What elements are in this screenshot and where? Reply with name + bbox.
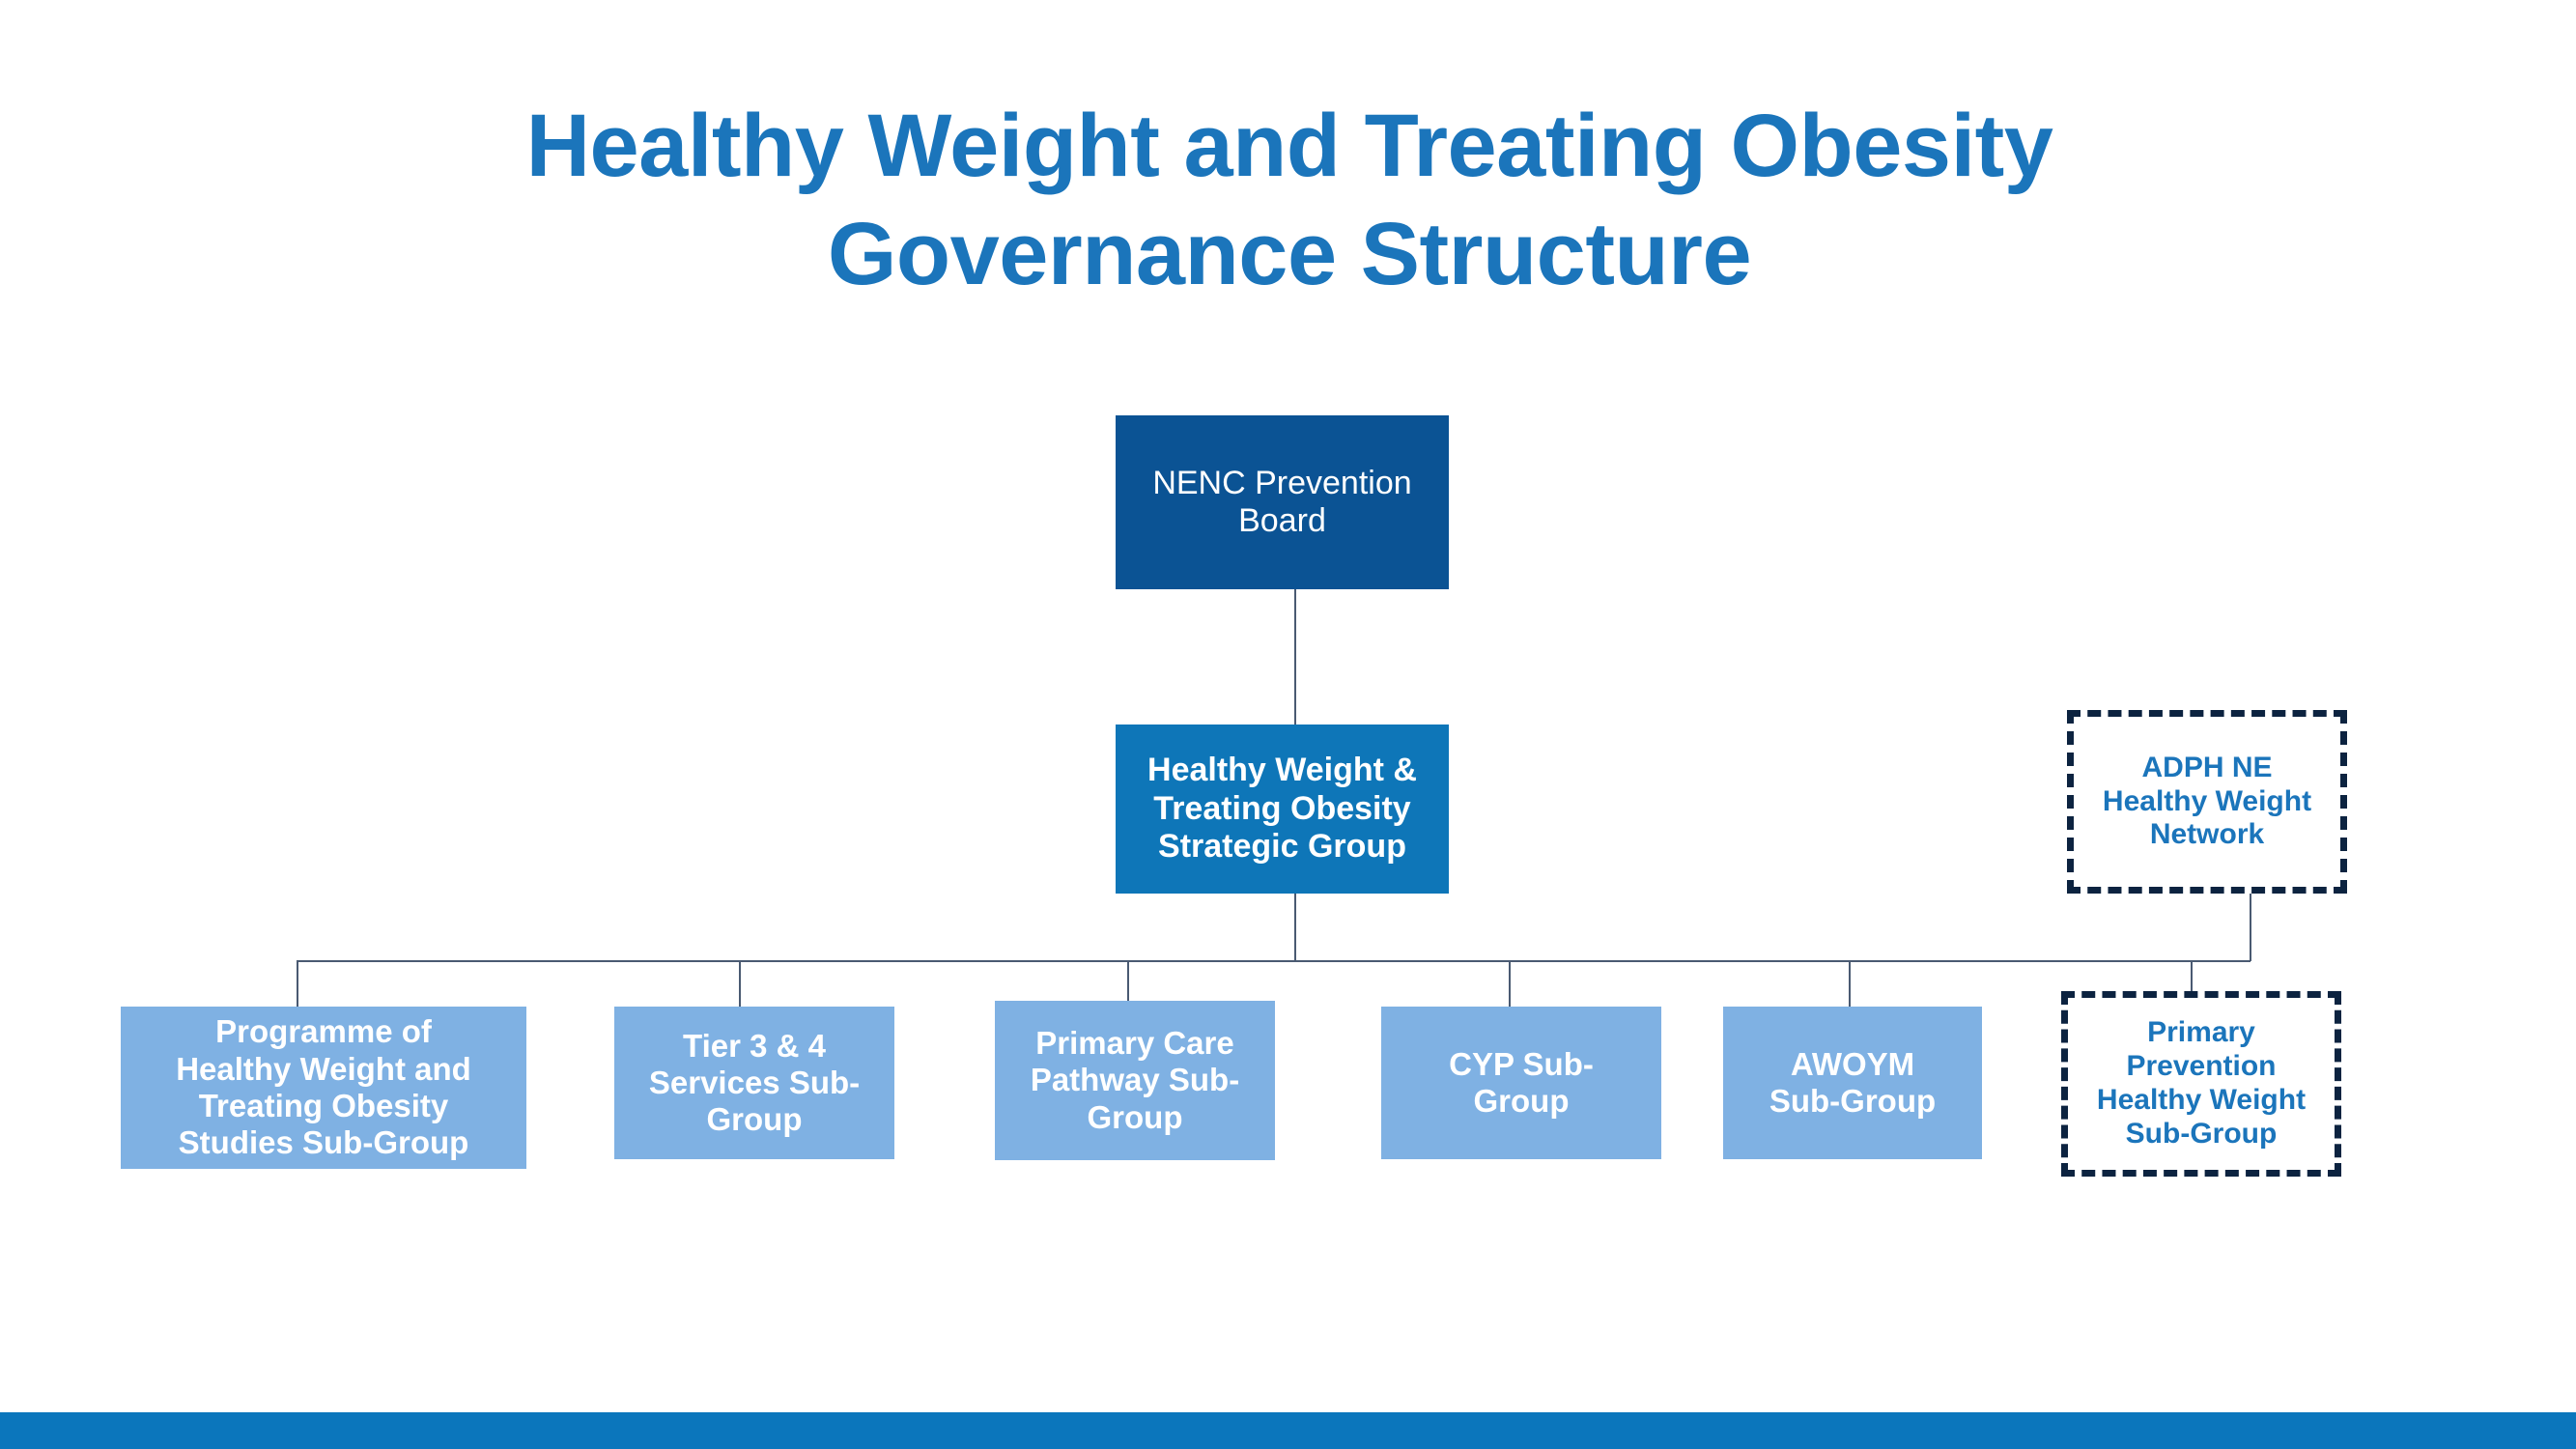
node-line-2: Treating Obesity — [1153, 789, 1411, 827]
connector-board-to-strategic — [1294, 589, 1296, 724]
node-line-3: Group — [706, 1101, 803, 1138]
connector-drop-primary-prevention — [2191, 960, 2193, 991]
connector-drop-cyp — [1509, 960, 1511, 1009]
node-line-3: Healthy Weight — [2096, 1084, 2307, 1116]
node-line-4: Sub-Group — [2125, 1117, 2278, 1150]
node-adph-ne-network-label: ADPH NE Healthy Weight Network — [2074, 752, 2340, 852]
footer-accent-bar — [0, 1412, 2576, 1449]
node-line-2: Healthy Weight and — [176, 1050, 471, 1087]
node-line-3: Network — [2149, 818, 2265, 851]
node-primary-care-pathway-label: Primary Care Pathway Sub- Group — [995, 1025, 1275, 1136]
connector-strategic-to-bus — [1294, 894, 1296, 961]
node-line-1: NENC Prevention — [1152, 464, 1412, 501]
node-primary-prevention-label: Primary Prevention Healthy Weight Sub-Gr… — [2068, 1016, 2335, 1151]
node-line-1: Tier 3 & 4 — [683, 1027, 826, 1064]
node-line-1: ADPH NE — [2141, 751, 2273, 783]
node-programme-of-healthy-weight-and-treating-obesity-studies-sub-group[interactable]: Programme of Healthy Weight and Treating… — [121, 1007, 526, 1169]
node-line-2: Pathway Sub- — [1030, 1062, 1240, 1098]
node-nenc-prevention-board[interactable]: NENC Prevention Board — [1116, 415, 1449, 589]
connector-horizontal-bus — [297, 960, 2250, 962]
page-title: Healthy Weight and Treating Obesity Gove… — [290, 92, 2289, 308]
node-line-2: Healthy Weight — [2102, 784, 2312, 817]
node-line-2: Group — [1473, 1083, 1570, 1119]
node-tier-3-4-services-label: Tier 3 & 4 Services Sub- Group — [614, 1028, 894, 1139]
node-line-3: Treating Obesity — [198, 1088, 449, 1123]
connector-drop-awoym — [1849, 960, 1851, 1009]
node-line-2: Board — [1238, 502, 1326, 539]
node-line-2: Services Sub- — [648, 1064, 861, 1100]
node-programme-studies-label: Programme of Healthy Weight and Treating… — [121, 1013, 526, 1161]
node-cyp-sub-group[interactable]: CYP Sub- Group — [1381, 1007, 1661, 1159]
node-line-3: Strategic Group — [1158, 828, 1406, 866]
node-line-1: AWOYM — [1790, 1045, 1915, 1082]
node-line-1: CYP Sub- — [1449, 1045, 1594, 1082]
node-line-1: Primary Care — [1035, 1025, 1234, 1062]
node-tier-3-and-4-services-sub-group[interactable]: Tier 3 & 4 Services Sub- Group — [614, 1007, 894, 1159]
node-line-4: Studies Sub-Group — [178, 1124, 469, 1161]
node-healthy-weight-treating-obesity-strategic-group[interactable]: Healthy Weight & Treating Obesity Strate… — [1116, 724, 1449, 894]
node-line-3: Group — [1087, 1098, 1183, 1135]
node-primary-prevention-healthy-weight-sub-group[interactable]: Primary Prevention Healthy Weight Sub-Gr… — [2061, 991, 2341, 1177]
page-title-line-1: Healthy Weight and Treating Obesity — [525, 97, 2053, 195]
node-awoym-label: AWOYM Sub-Group — [1723, 1046, 1982, 1121]
connector-drop-primary-care-pathway — [1127, 960, 1129, 1009]
connector-network-to-bus — [2250, 894, 2251, 961]
node-adph-ne-healthy-weight-network[interactable]: ADPH NE Healthy Weight Network — [2067, 710, 2347, 894]
node-nenc-prevention-board-label: NENC Prevention Board — [1116, 465, 1449, 541]
connector-drop-programme-studies — [297, 960, 298, 1009]
node-line-2: Prevention — [2126, 1050, 2277, 1083]
node-strategic-group-label: Healthy Weight & Treating Obesity Strate… — [1116, 752, 1449, 866]
node-line-1: Healthy Weight & — [1147, 752, 1417, 789]
node-primary-care-pathway-sub-group[interactable]: Primary Care Pathway Sub- Group — [995, 1001, 1275, 1160]
node-line-1: Primary — [2147, 1016, 2255, 1049]
node-line-1: Programme of — [215, 1013, 432, 1050]
node-line-2: Sub-Group — [1769, 1083, 1937, 1119]
node-cyp-label: CYP Sub- Group — [1381, 1046, 1661, 1121]
connector-drop-tier-3-4-services — [739, 960, 741, 1009]
page-title-line-2: Governance Structure — [827, 205, 1752, 304]
node-awoym-sub-group[interactable]: AWOYM Sub-Group — [1723, 1007, 1982, 1159]
